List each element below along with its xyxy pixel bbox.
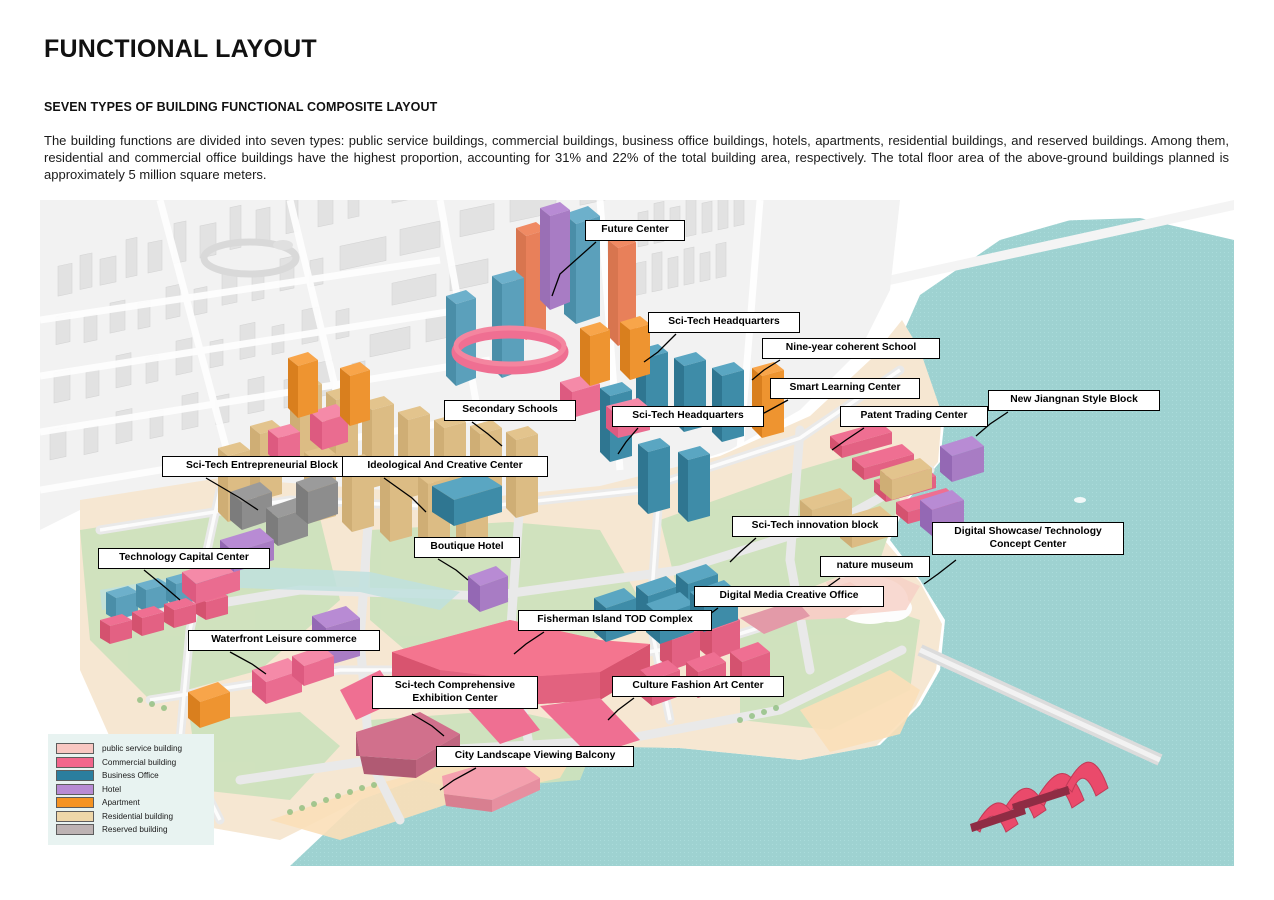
callout-digital-media-creative-office[interactable]: Digital Media Creative Office xyxy=(694,586,884,607)
tree-line xyxy=(137,697,779,815)
legend-item-apartment: Apartment xyxy=(56,796,208,810)
callout-nature-museum[interactable]: nature museum xyxy=(820,556,930,577)
water-body xyxy=(290,200,1234,866)
functional-layout-map: Future Center Sci-Tech Headquarters Nine… xyxy=(40,200,1234,866)
boutique-hotel-block xyxy=(468,566,508,612)
callout-secondary-schools[interactable]: Secondary Schools xyxy=(444,400,576,421)
legend-item-commercial: Commercial building xyxy=(56,756,208,770)
legend-swatch-residential xyxy=(56,810,94,822)
callout-new-jiangnan-style-block[interactable]: New Jiangnan Style Block xyxy=(988,390,1160,411)
callout-patent-trading-center[interactable]: Patent Trading Center xyxy=(840,406,988,427)
callout-boutique-hotel[interactable]: Boutique Hotel xyxy=(414,537,520,558)
legend-swatch-reserved xyxy=(56,824,94,836)
legend-item-hotel: Hotel xyxy=(56,783,208,797)
section-subtitle: SEVEN TYPES OF BUILDING FUNCTIONAL COMPO… xyxy=(44,99,438,114)
legend-swatch-hotel xyxy=(56,783,94,795)
callout-sci-tech-innovation-block[interactable]: Sci-Tech innovation block xyxy=(732,516,898,537)
legend-item-public-service: public service building xyxy=(56,742,208,756)
legend-label-hotel: Hotel xyxy=(102,784,122,794)
legend-label-residential: Residential building xyxy=(102,811,174,821)
callout-sci-tech-comprehensive-exhibition-center[interactable]: Sci-tech Comprehensive Exhibition Center xyxy=(372,676,538,709)
map-legend: public service building Commercial build… xyxy=(48,734,214,845)
callout-culture-fashion-art-center[interactable]: Culture Fashion Art Center xyxy=(612,676,784,697)
callout-waterfront-leisure-commerce[interactable]: Waterfront Leisure commerce xyxy=(188,630,380,651)
callout-city-landscape-viewing-balcony[interactable]: City Landscape Viewing Balcony xyxy=(436,746,634,767)
legend-label-commercial: Commercial building xyxy=(102,757,177,767)
legend-label-public-service: public service building xyxy=(102,744,183,754)
legend-item-business-office: Business Office xyxy=(56,769,208,783)
bridge-causeway xyxy=(917,644,1163,766)
legend-swatch-business-office xyxy=(56,770,94,782)
callout-sci-tech-headquarters-mid[interactable]: Sci-Tech Headquarters xyxy=(612,406,764,427)
callout-nine-year-coherent-school[interactable]: Nine-year coherent School xyxy=(762,338,940,359)
callout-fisherman-island-tod-complex[interactable]: Fisherman Island TOD Complex xyxy=(518,610,712,631)
legend-swatch-commercial xyxy=(56,756,94,768)
callout-sci-tech-entrepreneurial-block[interactable]: Sci-Tech Entrepreneurial Block xyxy=(162,456,362,477)
legend-label-business-office: Business Office xyxy=(102,771,159,781)
page-title: FUNCTIONAL LAYOUT xyxy=(44,35,317,63)
legend-label-apartment: Apartment xyxy=(102,798,140,808)
callout-sci-tech-headquarters-north[interactable]: Sci-Tech Headquarters xyxy=(648,312,800,333)
description-paragraph: The building functions are divided into … xyxy=(44,132,1229,182)
legend-item-residential: Residential building xyxy=(56,810,208,824)
document-header: FUNCTIONAL LAYOUT SEVEN TYPES OF BUILDIN… xyxy=(44,35,1234,183)
legend-swatch-apartment xyxy=(56,797,94,809)
south-bridge-dark xyxy=(970,786,1070,832)
callout-digital-showcase-technology-concept-center[interactable]: Digital Showcase/ Technology Concept Cen… xyxy=(932,522,1124,555)
legend-swatch-public-service xyxy=(56,743,94,755)
legend-label-reserved: Reserved building xyxy=(102,825,168,835)
map-illustration xyxy=(40,200,1234,866)
waterfront-leisure xyxy=(252,646,334,704)
callout-ideological-and-creative-center[interactable]: Ideological And Creative Center xyxy=(342,456,548,477)
callout-smart-learning-center[interactable]: Smart Learning Center xyxy=(770,378,920,399)
callout-technology-capital-center[interactable]: Technology Capital Center xyxy=(98,548,270,569)
callout-future-center[interactable]: Future Center xyxy=(585,220,685,241)
legend-item-reserved: Reserved building xyxy=(56,823,208,837)
